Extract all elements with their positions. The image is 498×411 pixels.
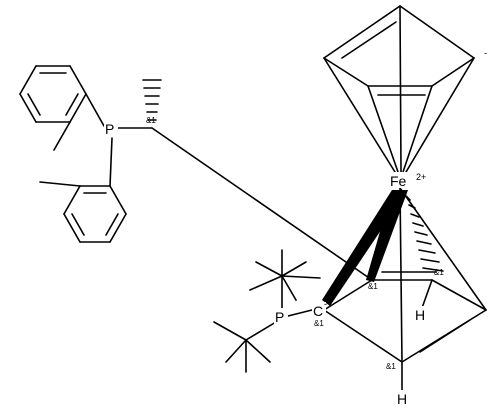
top-cyclopentadienyl-ring bbox=[323, 5, 475, 173]
hydrogen-bottom-label: H bbox=[397, 391, 407, 407]
stereo-label-ring-bottom: &1 bbox=[386, 362, 396, 371]
hydrogen-right-label: H bbox=[415, 307, 425, 323]
carbanion-bottom-label: C bbox=[313, 303, 323, 319]
phosphorus-left-label: P bbox=[105, 121, 114, 137]
iron-charge: 2+ bbox=[416, 172, 426, 182]
stereo-label-ring-right: &1 bbox=[434, 268, 444, 277]
stereo-label-ring-upper: &1 bbox=[368, 282, 378, 291]
di-tert-butyl-phosphino-group bbox=[213, 249, 321, 373]
stereo-label-carbanion: &1 bbox=[314, 319, 324, 328]
stereo-label-side-chain: &1 bbox=[146, 116, 156, 125]
iron-label: Fe bbox=[390, 173, 407, 189]
top-carbanion-charge: - bbox=[484, 48, 487, 58]
carbanion-bottom-charge: - bbox=[324, 299, 327, 309]
side-chain bbox=[117, 79, 373, 281]
lower-aryl-ring bbox=[39, 137, 127, 243]
upper-aryl-ring bbox=[19, 65, 105, 151]
atom-labels: Fe 2+ - P P C - H H bbox=[104, 48, 487, 407]
bottom-cyclopentadienyl-ring bbox=[322, 187, 487, 393]
stereo-labels: &1 &1 &1 &1 &1 bbox=[146, 116, 444, 371]
phosphorus-bottom-label: P bbox=[275, 309, 284, 325]
